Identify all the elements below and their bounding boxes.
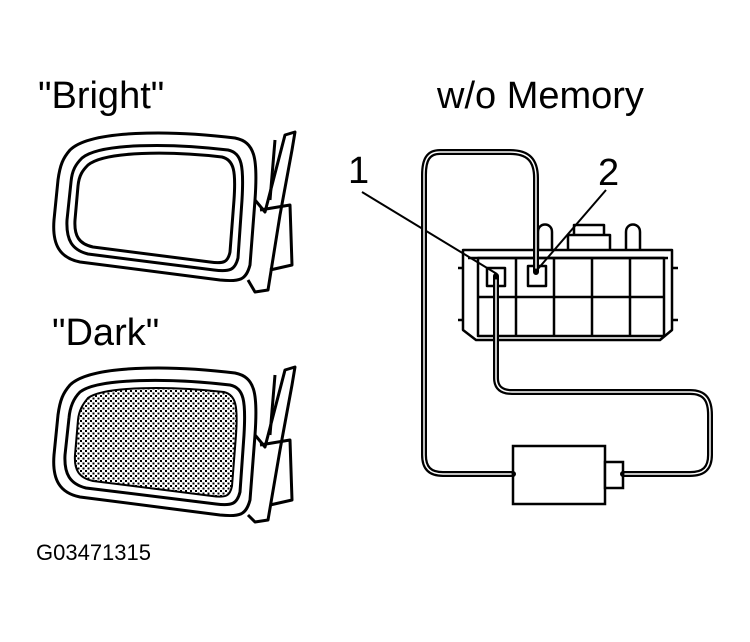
bright-mirror-icon: [52, 130, 297, 294]
dark-label: "Dark": [52, 312, 159, 354]
figure-code: G03471315: [36, 540, 151, 565]
pin-2-leader: [536, 189, 607, 271]
pin-1-label: 1: [348, 150, 369, 192]
dark-mirror-icon: [52, 365, 297, 524]
wiring-highlight: [423, 151, 711, 475]
connector-icon: [458, 223, 678, 342]
battery-icon: [511, 444, 625, 506]
bright-label: "Bright": [38, 75, 164, 117]
wiring: [421, 149, 713, 477]
pin-1-leader: [361, 191, 498, 275]
wo-memory-label: w/o Memory: [436, 75, 644, 117]
pin-2-label: 2: [598, 152, 619, 194]
